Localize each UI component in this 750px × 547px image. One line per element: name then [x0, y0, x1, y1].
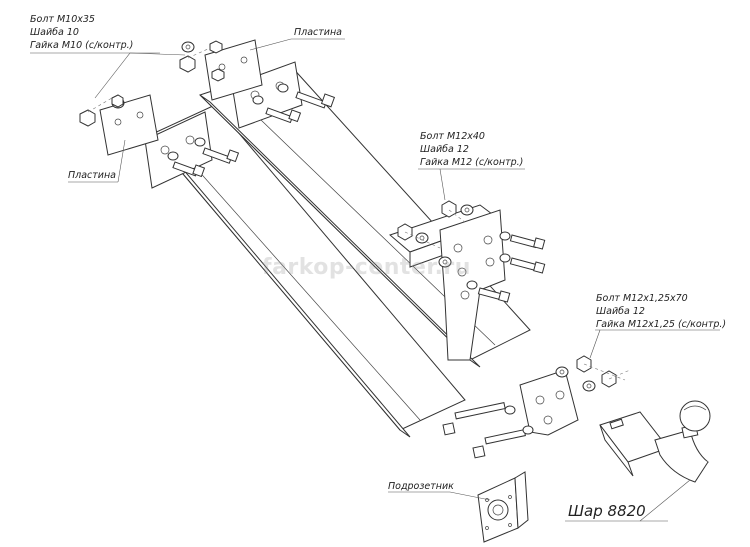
label-socket-bracket: Подрозетник [388, 481, 454, 492]
label-washer-12b: Шайба 12 [596, 306, 645, 317]
bolt [477, 287, 511, 303]
plate-left [99, 94, 159, 156]
plate-top [204, 39, 263, 101]
bolt [472, 429, 526, 459]
bolt [265, 107, 302, 124]
washer [415, 232, 429, 244]
watermark: farkop-center.ru [262, 255, 471, 280]
washer [438, 256, 452, 268]
nuts-washers [79, 40, 617, 435]
washer [555, 366, 569, 378]
washer [504, 405, 516, 415]
washer [460, 204, 474, 216]
nut [209, 40, 223, 54]
bolts [172, 91, 546, 459]
label-plate-top: Пластина [294, 27, 343, 38]
label-washer-12a: Шайба 12 [420, 144, 469, 155]
washer [277, 83, 289, 93]
label-bolt-m12x125: Болт М12х1,25х70 [596, 293, 688, 304]
washer [194, 137, 206, 147]
washer [582, 380, 596, 392]
label-nut-m12: Гайка М12 (с/контр.) [420, 157, 524, 168]
bolt [202, 147, 240, 164]
leader-lines [30, 38, 720, 522]
rear-mount-plate [519, 369, 579, 436]
bolt [509, 234, 546, 250]
nut [441, 200, 457, 218]
bolt [172, 161, 206, 178]
label-washer-10: Шайба 10 [30, 27, 79, 38]
label-bolt-m12: Болт М12х40 [420, 131, 485, 142]
washer [167, 151, 179, 161]
washer [466, 280, 478, 290]
left-mounting-bracket [144, 111, 213, 189]
nut [211, 68, 225, 82]
bolt [442, 402, 506, 436]
bolt [295, 91, 336, 109]
label-nut-m12x125: Гайка М12х1,25 (с/контр.) [596, 319, 727, 330]
tow-ball [599, 400, 711, 483]
nut [179, 55, 196, 73]
label-nut-m10: Гайка М10 (с/контр.) [30, 40, 134, 51]
washer [522, 425, 534, 435]
nut [79, 109, 96, 127]
label-ball: Шар 8820 [568, 502, 646, 520]
bolt [509, 257, 546, 274]
label-plate-left: Пластина [68, 170, 117, 181]
washer [181, 41, 195, 53]
washer [499, 231, 511, 241]
washer [499, 253, 511, 263]
washer [252, 95, 264, 105]
label-bolt-m10: Болт М10х35 [30, 14, 95, 25]
nut [111, 94, 124, 108]
socket-bracket [477, 471, 529, 543]
